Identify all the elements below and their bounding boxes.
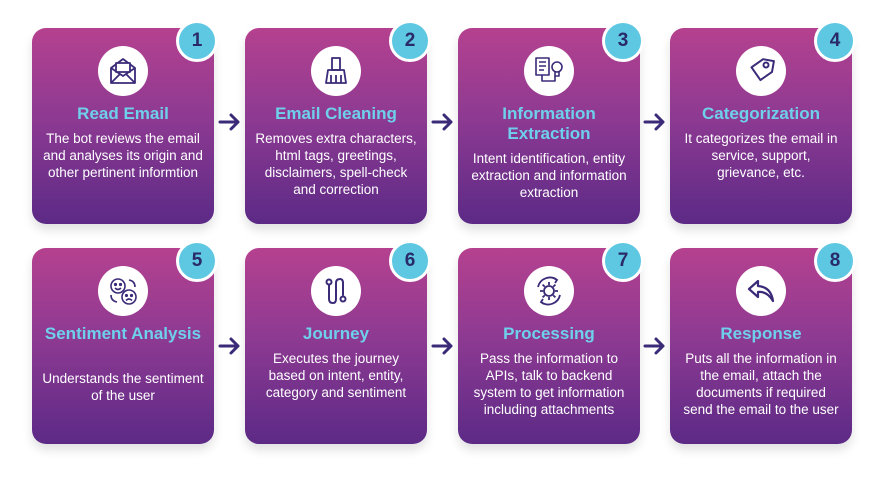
tag-icon	[736, 46, 786, 96]
step-title: Response	[720, 324, 802, 343]
step-description: Intent identification, entity extraction…	[471, 151, 627, 200]
arrow-right-icon	[431, 113, 453, 131]
step-description: It categorizes the email in service, sup…	[684, 131, 838, 180]
step-number-badge: 2	[389, 20, 431, 62]
arrow-right-icon	[431, 337, 453, 355]
step-number-badge: 3	[602, 20, 644, 62]
step-description: Removes extra characters, html tags, gre…	[255, 131, 417, 197]
step-description: The bot reviews the email and analyses i…	[43, 131, 203, 180]
broom-icon	[311, 46, 361, 96]
step-card-4: 4 Categorization It categorizes the emai…	[670, 20, 856, 224]
step-title: Sentiment Analysis	[44, 324, 202, 343]
step-card-5: 5 Sentiment Analysis Understands the sen…	[32, 240, 218, 444]
step-card-2: 2 Email Cleaning Removes extra character…	[245, 20, 431, 224]
arrow-right-icon	[218, 337, 240, 355]
step-description: Pass the information to APIs, talk to ba…	[473, 351, 625, 417]
document-lightbulb-icon	[524, 46, 574, 96]
step-description: Puts all the information in the email, a…	[683, 351, 839, 417]
step-title: Processing	[503, 324, 595, 343]
step-title: Email Cleaning	[275, 104, 397, 123]
step-card-8: 8 Response Puts all the information in t…	[670, 240, 856, 444]
arrow-right-icon	[643, 337, 665, 355]
step-card-3: 3 Information Extraction Intent identifi…	[458, 20, 644, 224]
envelope-icon	[98, 46, 148, 96]
step-description: Executes the journey based on intent, en…	[265, 351, 407, 400]
step-title: Information Extraction	[502, 104, 596, 143]
step-number-badge: 6	[389, 240, 431, 282]
step-card-7: 7 Processing Pass the information to API…	[458, 240, 644, 444]
arrow-right-icon	[218, 113, 240, 131]
arrow-right-icon	[643, 113, 665, 131]
step-title: Journey	[302, 324, 370, 343]
step-number-badge: 4	[814, 20, 856, 62]
step-number-badge: 1	[176, 20, 218, 62]
step-card-1: 1 Read Email The bot reviews the email a…	[32, 20, 218, 224]
step-title: Read Email	[77, 104, 169, 123]
emoji-faces-icon	[98, 266, 148, 316]
step-card-6: 6 Journey Executes the journey based on …	[245, 240, 431, 444]
step-number-badge: 8	[814, 240, 856, 282]
reply-arrow-icon	[736, 266, 786, 316]
path-icon	[311, 266, 361, 316]
step-title: Categorization	[701, 104, 821, 123]
gear-cycle-icon	[524, 266, 574, 316]
step-number-badge: 7	[602, 240, 644, 282]
step-number-badge: 5	[176, 240, 218, 282]
step-description: Understands the sentiment of the user	[42, 371, 204, 403]
